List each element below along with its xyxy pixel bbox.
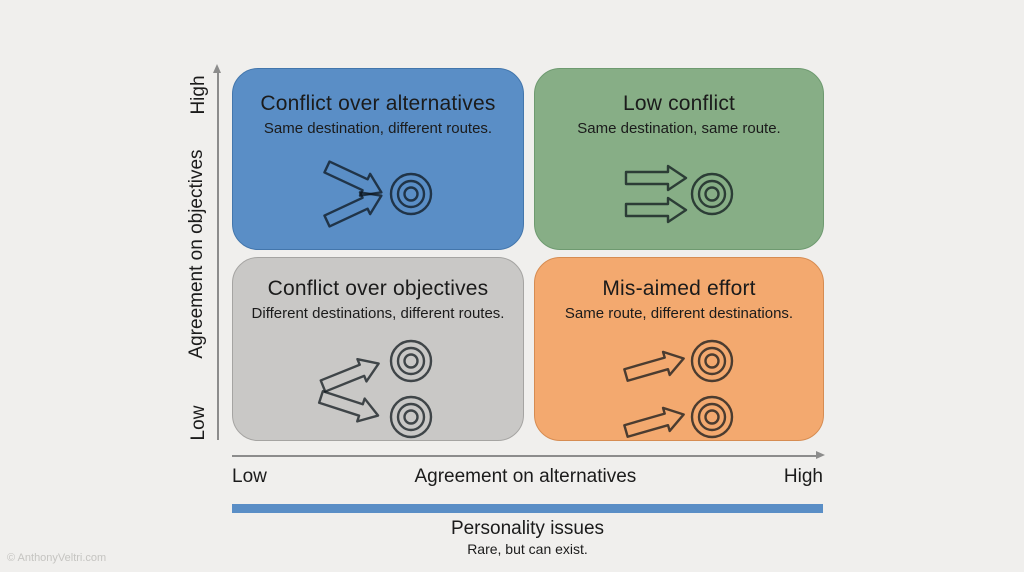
- quadrant-mis-aimed-effort: Mis-aimed effort Same route, different d…: [534, 257, 824, 441]
- parallel-arrows-two-targets-icon: [623, 339, 734, 439]
- x-axis-arrowhead-icon: [816, 451, 825, 459]
- converging-arrows-one-target-icon: [323, 160, 433, 228]
- y-axis-arrowhead-icon: [213, 64, 221, 73]
- quadrant-title: Mis-aimed effort: [602, 277, 756, 300]
- x-axis-low-label: Low: [232, 466, 267, 487]
- quadrant-title: Conflict over objectives: [267, 277, 489, 300]
- parallel-arrows-one-target-icon: [624, 164, 734, 224]
- personality-issues-bar: [232, 504, 823, 513]
- quadrant-low-conflict: Low conflict Same destination, same rout…: [534, 68, 824, 250]
- quadrant-conflict-over-objectives: Conflict over objectives Different desti…: [232, 257, 524, 441]
- diverging-arrows-two-targets-icon: [317, 339, 433, 439]
- quadrant-subtitle: Same destination, different routes.: [263, 120, 493, 137]
- personality-issues-block: Personality issues Rare, but can exist.: [232, 518, 823, 558]
- x-axis-labels: Low Agreement on alternatives High: [232, 466, 823, 488]
- x-axis-line: [232, 455, 817, 457]
- x-axis-high-label: High: [783, 466, 823, 487]
- quadrant-title: Low conflict: [622, 92, 736, 115]
- y-axis-title: Agreement on objectives: [186, 149, 207, 359]
- y-axis-line: [217, 72, 219, 440]
- quadrant-title: Conflict over alternatives: [260, 92, 496, 115]
- personality-issues-subtitle: Rare, but can exist.: [467, 541, 588, 557]
- quadrant-subtitle: Same destination, same route.: [577, 120, 781, 137]
- x-axis-title: Agreement on alternatives: [414, 466, 637, 487]
- quadrant-subtitle: Different destinations, different routes…: [251, 305, 505, 322]
- y-axis-low-label: Low: [188, 405, 209, 441]
- quadrant-subtitle: Same route, different destinations.: [564, 305, 794, 322]
- personality-issues-title: Personality issues: [450, 518, 605, 539]
- watermark: © AnthonyVeltri.com: [7, 552, 107, 564]
- quadrant-conflict-over-alternatives: Conflict over alternatives Same destinat…: [232, 68, 524, 250]
